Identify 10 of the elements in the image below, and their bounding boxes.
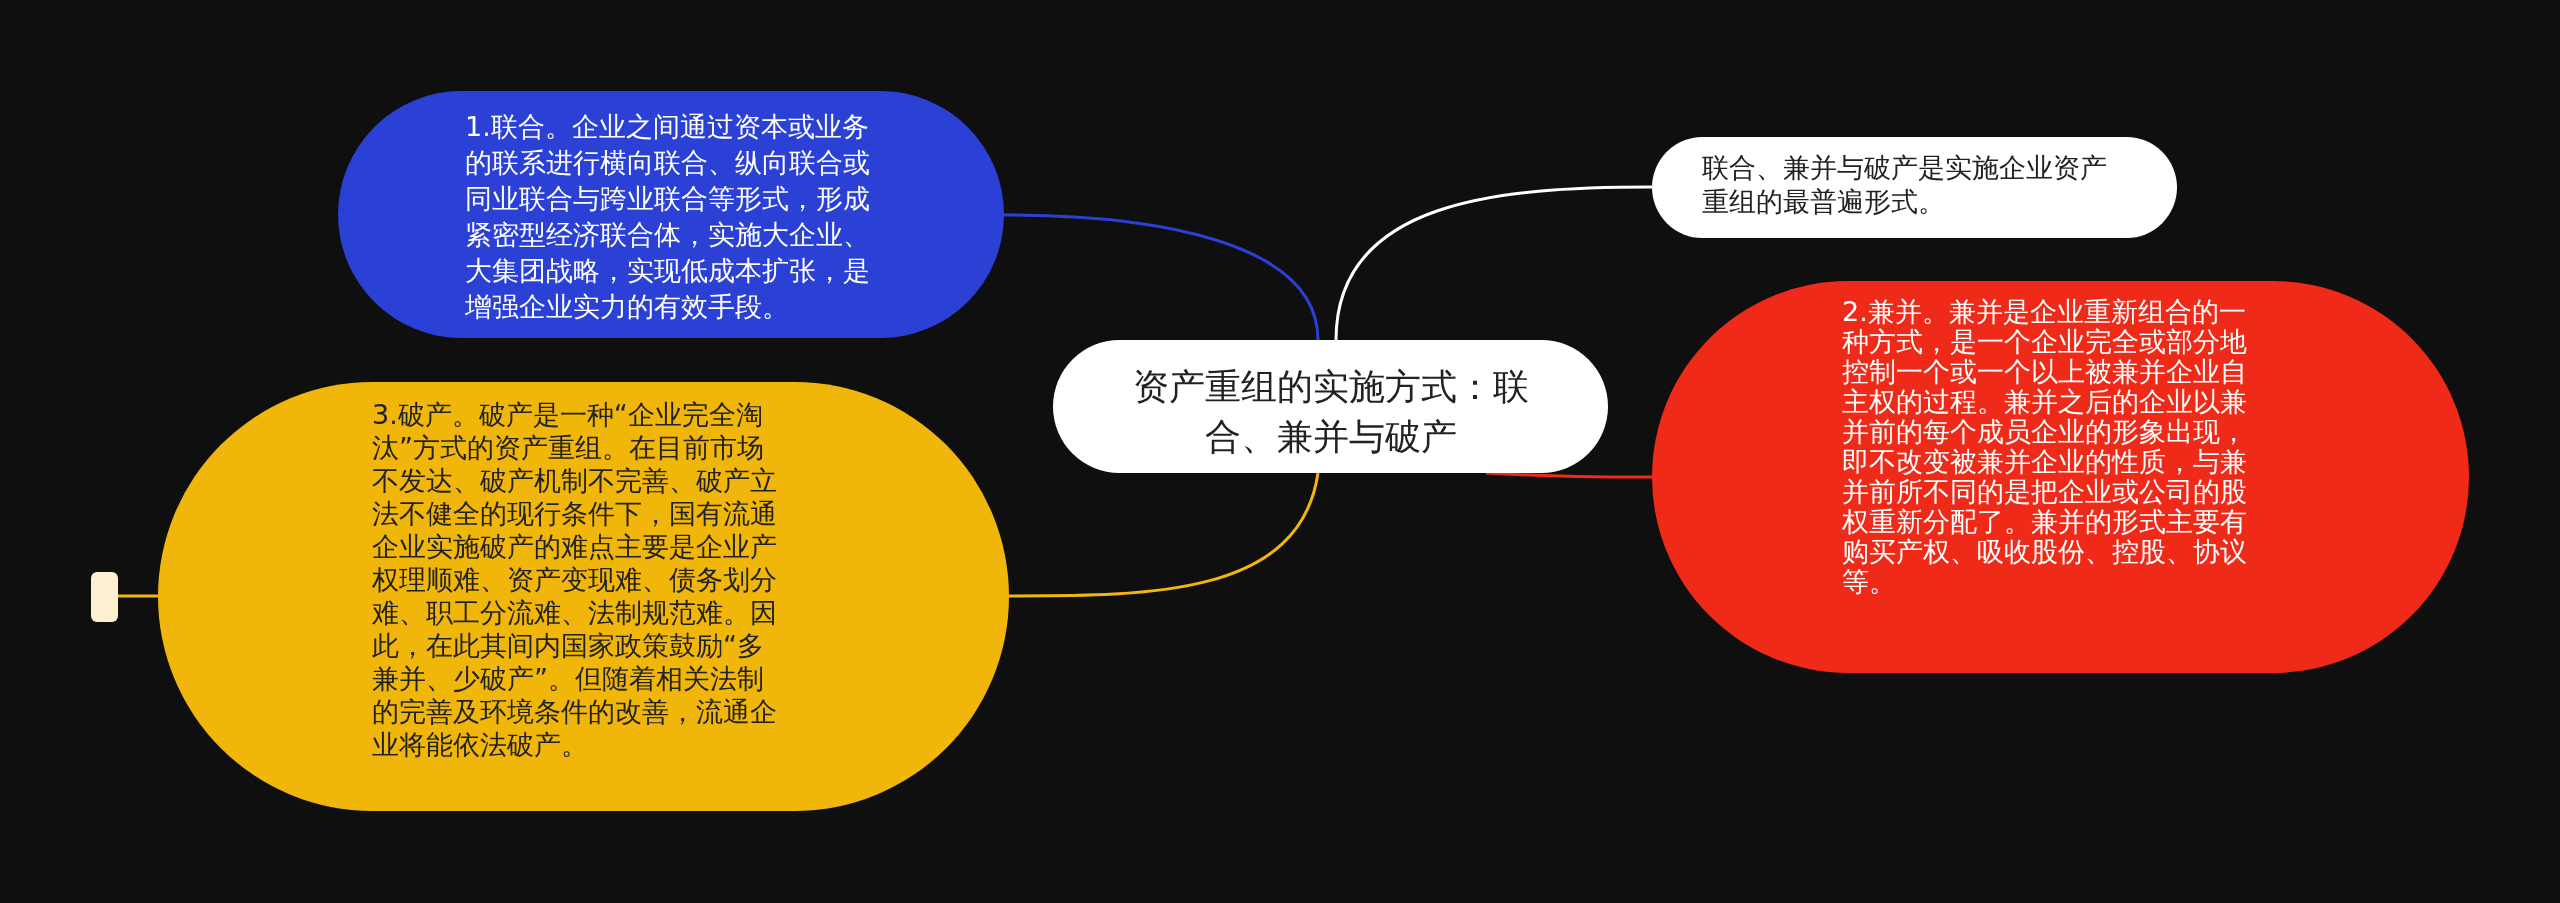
node-text: 联合、兼并与破产是实施企业资产重组的最普遍形式。 [1702, 151, 2108, 219]
empty-box [91, 572, 118, 622]
connector-line [1003, 213, 1320, 341]
connector-line [1485, 471, 1652, 479]
connector-line [1334, 185, 1652, 341]
connector-line [1009, 472, 1320, 598]
node-text: 3.破产。破产是一种“企业完全淘汰”方式的资产重组。在目前市场不发达、破产机制不完善、破产立法不健全的现行条件下，国有流通企业实施破产的难点主要是企业产权理顺难、资产变现难、债务划分难、职工分流难、法制规范难。因此，在此其间内国家政策鼓励“多兼并、少破产”。但随着相关法制的完善及环境条件的改善，流通企业将能依法破产。 [372, 398, 778, 761]
node-text: 2.兼并。兼并是企业重新组合的一种方式，是一个企业完全或部分地控制一个或一个以上被兼并企业自主权的过程。兼并之后的企业以兼并前的每个成员企业的形象出现，即不改变被兼并企业的性质，与兼并前所不同的是把企业或公司的股权重新分配了。兼并的形式主要有购买产权、吸收股份、控股、协议等。 [1842, 297, 2248, 597]
node-text: 1.联合。企业之间通过资本或业务的联系进行横向联合、纵向联合或同业联合与跨业联合等形式，形成紧密型经济联合体，实施大企业、大集团战略，实现低成本扩张，是增强企业实力的有效手段。 [465, 110, 871, 324]
node-text: 资产重组的实施方式：联合、兼并与破产 [1131, 365, 1530, 459]
